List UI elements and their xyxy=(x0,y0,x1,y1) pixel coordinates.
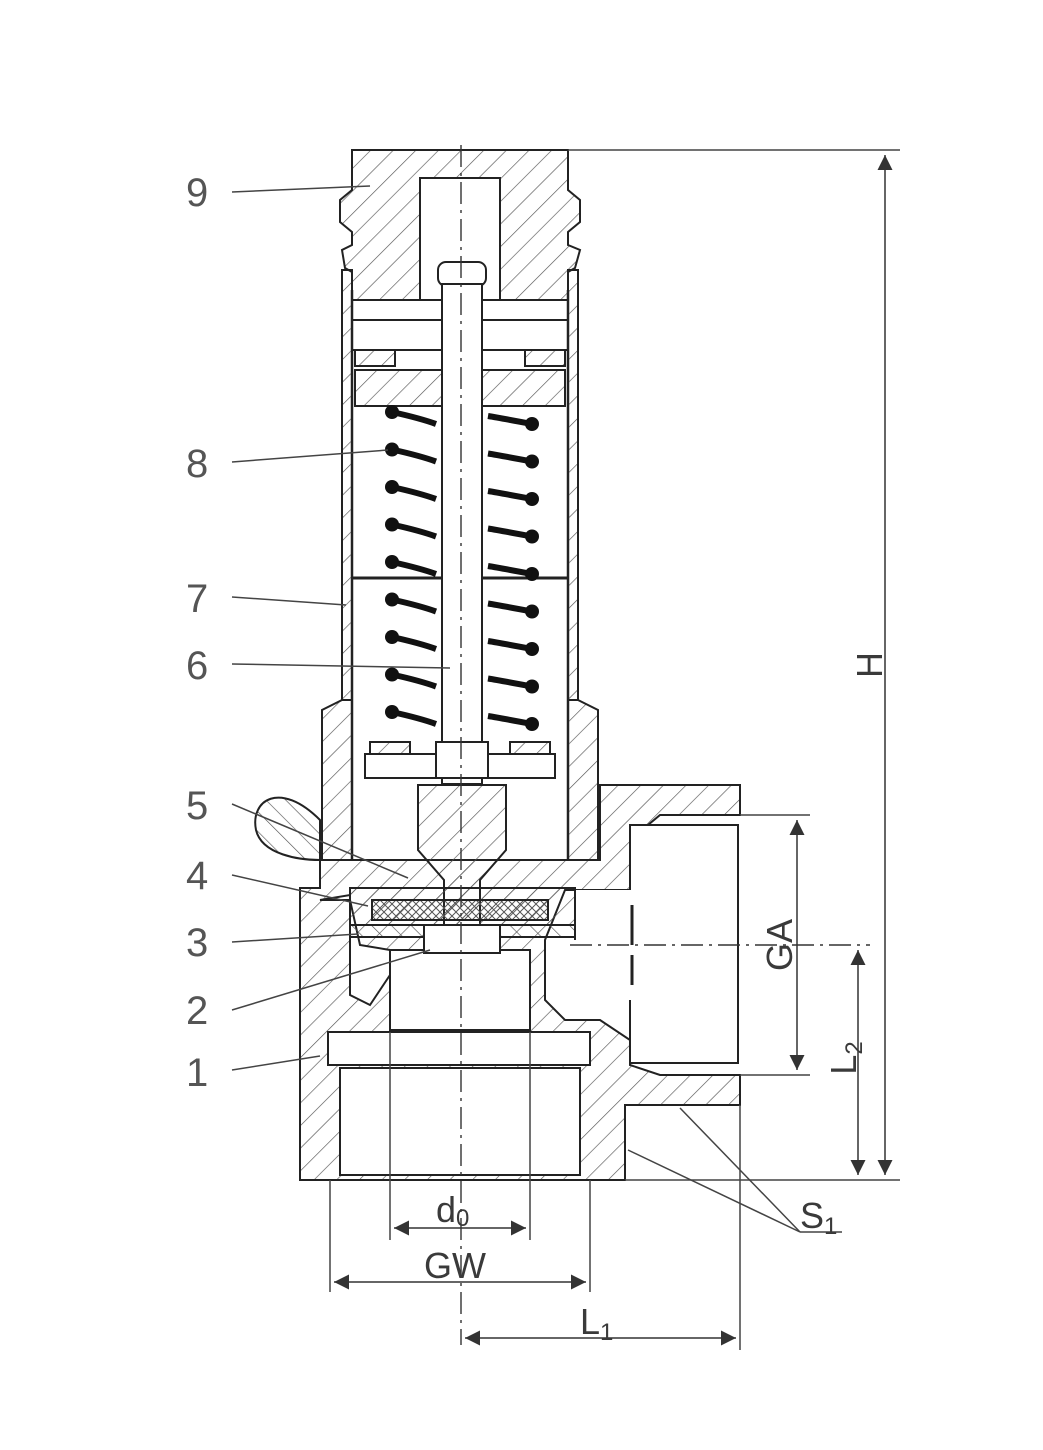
spring-coil-wire xyxy=(391,559,438,577)
spring-coil-wire xyxy=(487,638,533,652)
bonnet-housing xyxy=(321,269,599,861)
part-label-9: 9 xyxy=(186,171,208,215)
dim-label-s1: S1 xyxy=(800,1195,837,1240)
spring-coil-wire xyxy=(487,713,533,727)
spring-coil-wire xyxy=(391,634,438,652)
leader-lines xyxy=(231,185,451,1071)
dim-label-d0: d0 xyxy=(436,1189,469,1232)
center-lines xyxy=(460,145,870,1345)
spring-coil-wire xyxy=(487,600,533,615)
part-label-5: 5 xyxy=(186,784,208,828)
dim-label-ga: GA xyxy=(759,919,800,971)
spring-coil-wire xyxy=(391,596,438,615)
spring-coil-wire xyxy=(391,521,438,540)
spring-coil-wire xyxy=(391,484,438,502)
dimension-labels: H GA L2 S1 d0 GW L1 xyxy=(424,652,890,1346)
part-label-6: 6 xyxy=(186,644,208,688)
part-number-labels: 9 8 7 6 5 4 3 2 1 xyxy=(186,171,208,1095)
spring-coils xyxy=(364,405,556,779)
part-label-3: 3 xyxy=(186,921,208,965)
dimension-lines xyxy=(329,149,900,1350)
spring-coil-wire xyxy=(391,446,438,465)
part-label-2: 2 xyxy=(186,989,208,1033)
spring-coil-wire xyxy=(487,488,533,502)
spring-coil-wire xyxy=(487,675,533,690)
spring-coil-wire xyxy=(391,671,438,690)
disc-assembly xyxy=(349,784,576,954)
spring-coil-wire xyxy=(487,450,533,465)
spring-coil-wire xyxy=(391,709,438,727)
dim-label-l2: L2 xyxy=(823,1041,868,1074)
spring-coil-wire xyxy=(487,525,533,540)
spring-coil-wire xyxy=(391,409,438,427)
spring-coil-wire xyxy=(487,413,533,427)
part-label-1: 1 xyxy=(186,1051,208,1095)
part-label-4: 4 xyxy=(186,854,208,898)
spring-coil-wire xyxy=(487,563,533,577)
valve-stem xyxy=(435,261,489,785)
part-label-7: 7 xyxy=(186,577,208,621)
dim-label-gw: GW xyxy=(424,1245,486,1286)
dim-label-l1: L1 xyxy=(580,1301,613,1346)
valve-body xyxy=(254,784,741,1181)
part-label-8: 8 xyxy=(186,442,208,486)
dim-label-h: H xyxy=(849,652,890,678)
